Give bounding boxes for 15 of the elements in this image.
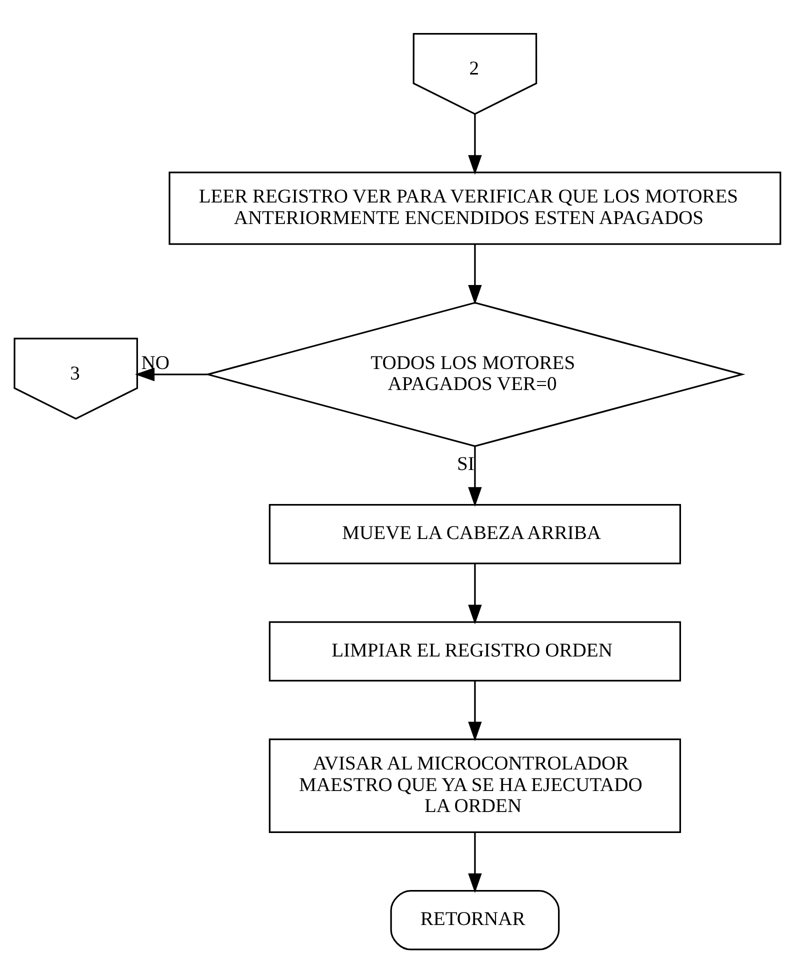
node-box: LIMPIAR EL REGISTRO ORDEN (268, 621, 682, 682)
node-box: RETORNAR (390, 890, 560, 950)
arrow (468, 832, 482, 893)
arrow (134, 368, 208, 382)
arrow (468, 114, 482, 175)
arrow (468, 446, 482, 507)
arrow (468, 564, 482, 624)
node-diamond: TODOS LOS MOTORES APAGADOS VER=0 (204, 302, 746, 447)
arrow (468, 680, 482, 742)
edge-label: NO (141, 352, 170, 374)
edge-label: SI (457, 454, 474, 475)
node-box: AVISAR AL MICROCONTROLADOR MAESTRO QUE YA SE HA EJECUTADO LA ORDEN (268, 738, 682, 834)
arrow (468, 244, 482, 305)
node-box: LEER REGISTRO VER PARA VERIFICAR QUE LOS MOTORES ANTERIORMENTE ENCENDIDOS ESTEN APAGADOS (168, 172, 782, 245)
node-box: MUEVE LA CABEZA ARRIBA (268, 504, 682, 564)
